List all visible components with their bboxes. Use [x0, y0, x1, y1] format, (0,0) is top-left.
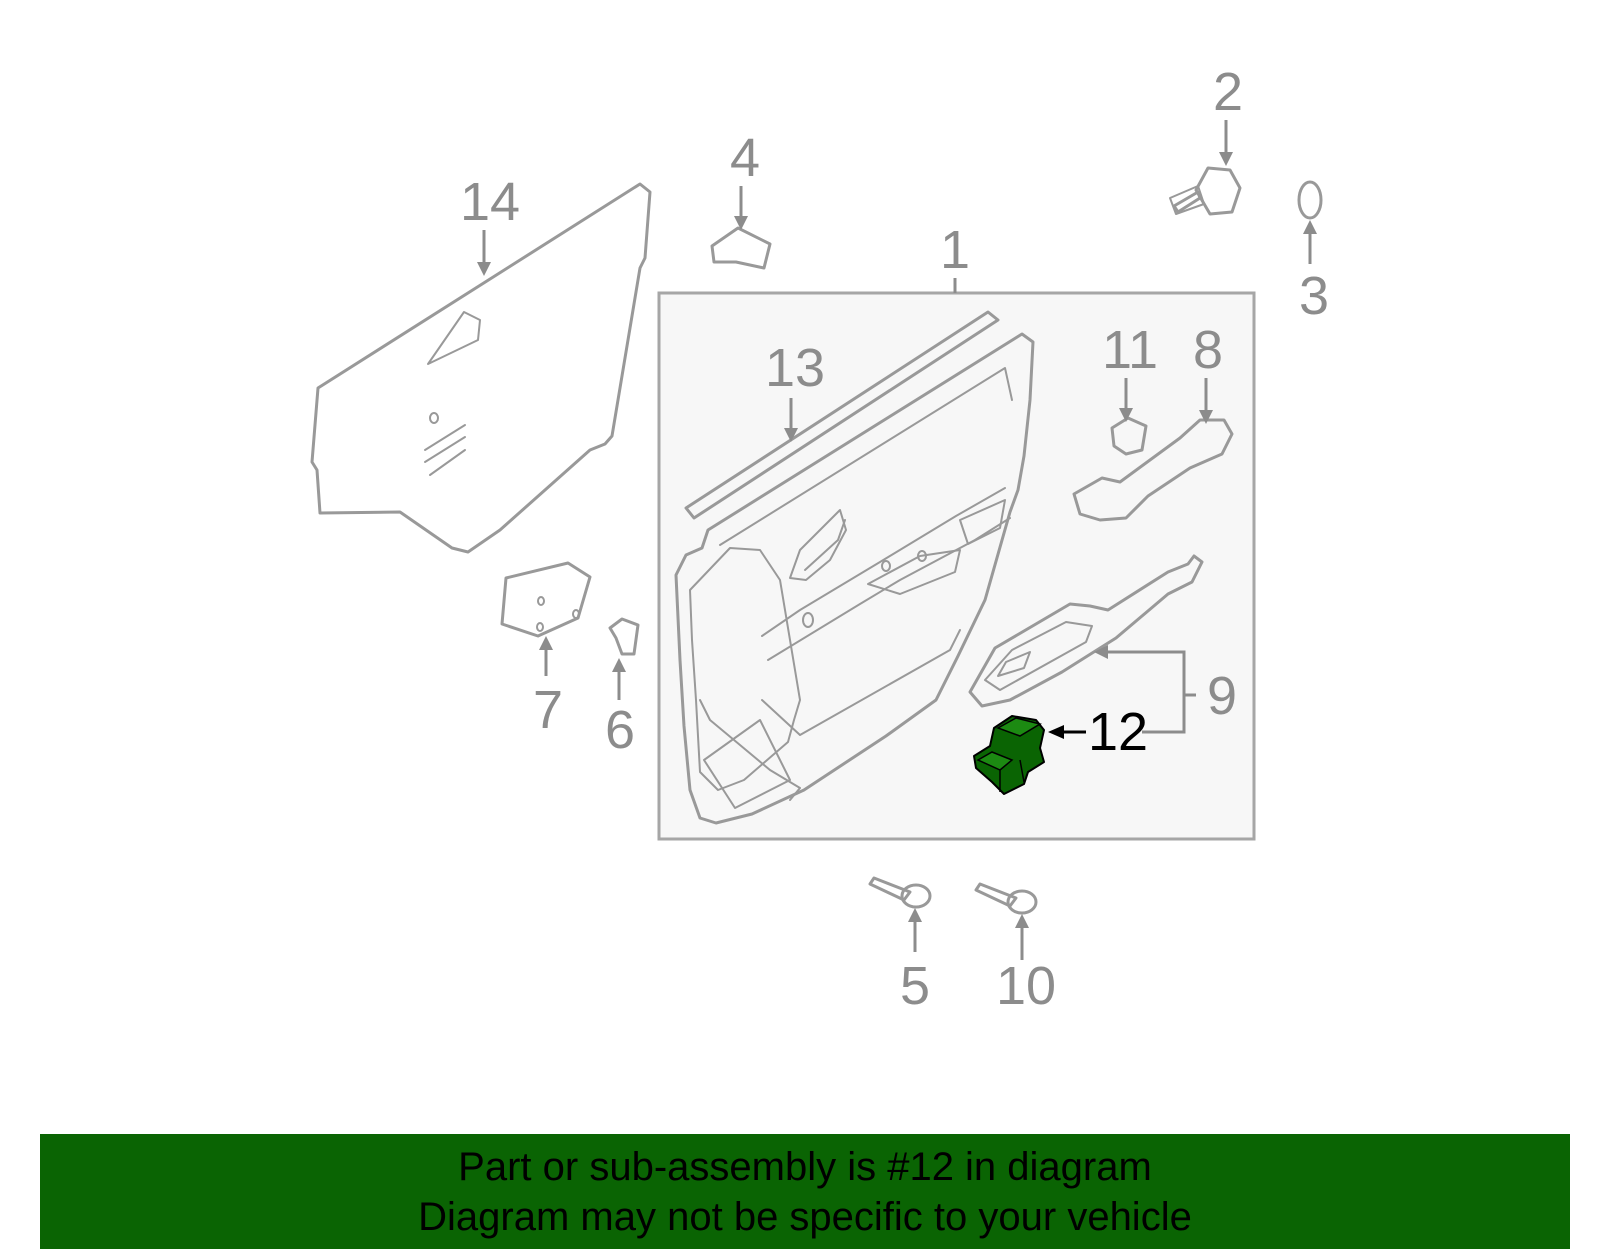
callout-13: 13 — [765, 338, 825, 398]
callout-7: 7 — [533, 680, 563, 740]
part-3-ring[interactable] — [1297, 180, 1323, 220]
callout-1: 1 — [940, 220, 970, 280]
part-4-clip[interactable] — [710, 226, 772, 270]
callout-11: 11 — [1102, 320, 1158, 380]
callout-5: 5 — [900, 956, 930, 1016]
part-info-banner: Part or sub-assembly is #12 in diagram D… — [40, 1134, 1570, 1249]
callout-2: 2 — [1213, 62, 1243, 122]
banner-line-2: Diagram may not be specific to your vehi… — [418, 1194, 1192, 1239]
part-7-plate[interactable] — [500, 561, 592, 638]
part-2-bolt[interactable] — [1169, 166, 1242, 216]
callout-labels: 14 4 1 2 3 13 11 8 9 12 7 6 5 10 — [460, 62, 1329, 1016]
callout-8: 8 — [1193, 320, 1223, 380]
part-5-screw[interactable] — [868, 876, 932, 909]
part-1-door-trim-assembly[interactable] — [657, 291, 1256, 841]
part-8-handle[interactable] — [1072, 418, 1234, 522]
banner-line-1: Part or sub-assembly is #12 in diagram — [458, 1144, 1152, 1189]
part-10-screw[interactable] — [974, 882, 1038, 915]
part-14-trim-panel[interactable] — [310, 182, 652, 554]
part-13-weatherstrip[interactable] — [684, 310, 1000, 520]
part-9-armrest[interactable] — [968, 554, 1204, 708]
callout-10: 10 — [996, 956, 1056, 1016]
callout-9: 9 — [1207, 666, 1237, 726]
callout-14: 14 — [460, 172, 520, 232]
callout-3: 3 — [1299, 266, 1329, 326]
leader-lines — [477, 120, 1317, 960]
callout-6: 6 — [605, 700, 635, 760]
callout-4: 4 — [730, 128, 760, 188]
part-12-window-switch[interactable] — [973, 715, 1045, 795]
callout-12: 12 — [1088, 702, 1148, 762]
part-6-clip[interactable] — [608, 617, 640, 656]
